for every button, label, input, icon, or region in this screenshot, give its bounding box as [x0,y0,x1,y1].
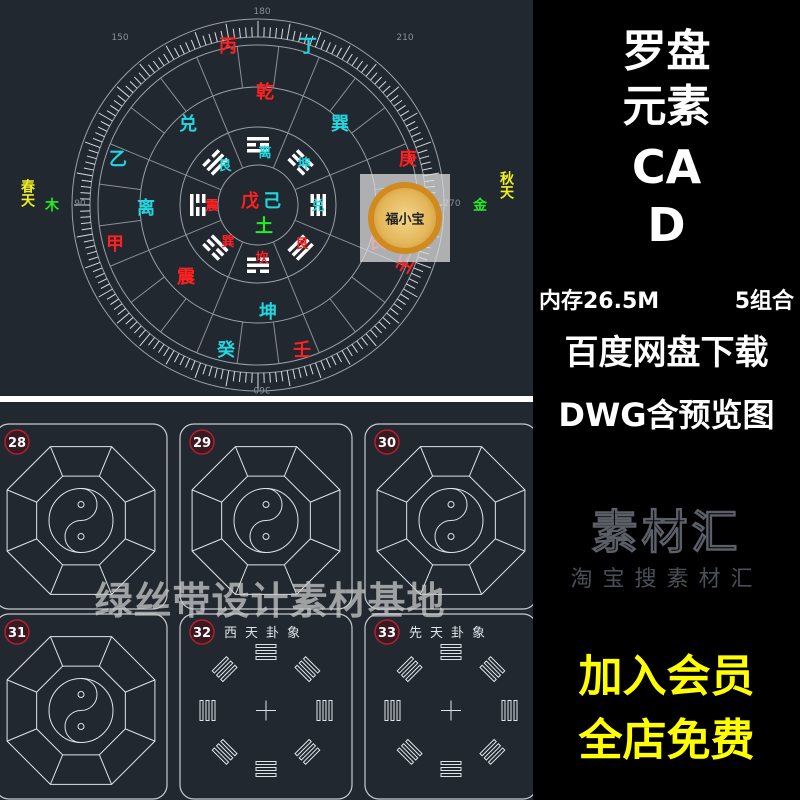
inner-kan: 坎 [255,250,268,266]
inner-xun: 巽 [221,235,234,250]
degree-label-210: 210 [396,33,413,43]
inner-gen: 艮 [295,237,309,252]
center-ji: 己 [263,191,281,212]
panel-caption: 西天卦象 [224,626,308,641]
inner-zhen: 震 [204,199,219,214]
title-line-4: D [647,198,686,252]
cad-preview-area: 180 360 150 210 90 270 丙 丁 庚 壬 壬 癸 甲 乙 乾 [0,0,538,800]
format-label: DWG含预览图 [558,396,775,434]
product-info-panel: 罗盘 元素 CA D 内存26.5M 5组合 百度网盘下载 DWG含预览图 素材… [533,0,800,800]
stem-ren: 壬 [293,340,311,361]
panel-number-badge: 30 [378,436,396,451]
panel-number-badge: 31 [8,626,26,641]
trigram-qian: 乾 [256,81,274,103]
compass-drawing: 180 360 150 210 90 270 丙 丁 庚 壬 壬 癸 甲 乙 乾 [0,0,533,396]
bagua-grid: 28 29 30 31 32 西天卦象 33 先天卦象 [0,423,538,800]
watermark-stamp: 福小宝 [360,174,450,262]
degree-label-bottom: 360 [253,384,270,394]
degree-label-90: 90 [74,199,86,209]
inner-li: 离 [258,145,271,161]
promo-line-1: 加入会员 [578,651,755,702]
center-earth: 土 [255,216,273,237]
brand-logo: 素材汇 淘宝搜素材汇 [533,505,800,595]
west-element: 木 [44,197,60,214]
stem-bing: 丙 [219,36,237,57]
stem-jia: 甲 [106,234,124,255]
title-line-1: 罗盘 [622,26,711,77]
section-divider [0,396,533,402]
inner-kun: 坤 [297,156,310,172]
east-element: 金 [472,197,488,214]
brand-tagline: 淘宝搜素材汇 [570,567,763,592]
file-size: 内存26.5M [539,289,660,314]
degree-label-270: 270 [443,199,460,209]
degree-label-top: 180 [253,7,270,17]
panel-caption: 先天卦象 [409,626,493,641]
trigram-li: 离 [137,197,155,219]
panel-number-badge: 32 [193,626,211,641]
panel-number-badge: 33 [378,626,396,641]
stem-ding: 丁 [299,36,317,57]
panel-number-badge: 29 [193,436,211,451]
stem-gui: 癸 [216,339,236,361]
size-info-row: 内存26.5M 5组合 [539,283,800,315]
title-line-3: CA [631,140,702,194]
west-season-1: 春天 [19,178,36,208]
trigram-kun: 坤 [259,301,277,323]
promo-line-2: 全店免费 [578,715,755,766]
download-label: 百度网盘下载 [564,333,769,373]
inner-dui: 兑 [311,198,324,214]
luopan-compass: 180 360 150 210 90 270 丙 丁 庚 壬 壬 癸 甲 乙 乾 [19,7,514,394]
stem-geng: 庚 [399,148,417,170]
title-line-2: 元素 [622,81,711,132]
overlay-watermark: 绿丝带设计素材基地 [94,579,446,623]
east-season: 秋天 [498,170,514,200]
trigram-zhen: 震 [177,267,196,288]
combo-count: 5组合 [734,289,794,314]
trigram-dui: 兑 [179,113,197,135]
panel-number-badge: 28 [8,436,26,451]
degree-label-150: 150 [111,33,128,43]
trigram-xun: 巽 [331,114,349,135]
stem-yi: 乙 [109,149,127,170]
center-wu: 戊 [241,191,259,212]
inner-gen-upper: 艮 [218,159,232,174]
brand-name: 素材汇 [591,505,742,560]
